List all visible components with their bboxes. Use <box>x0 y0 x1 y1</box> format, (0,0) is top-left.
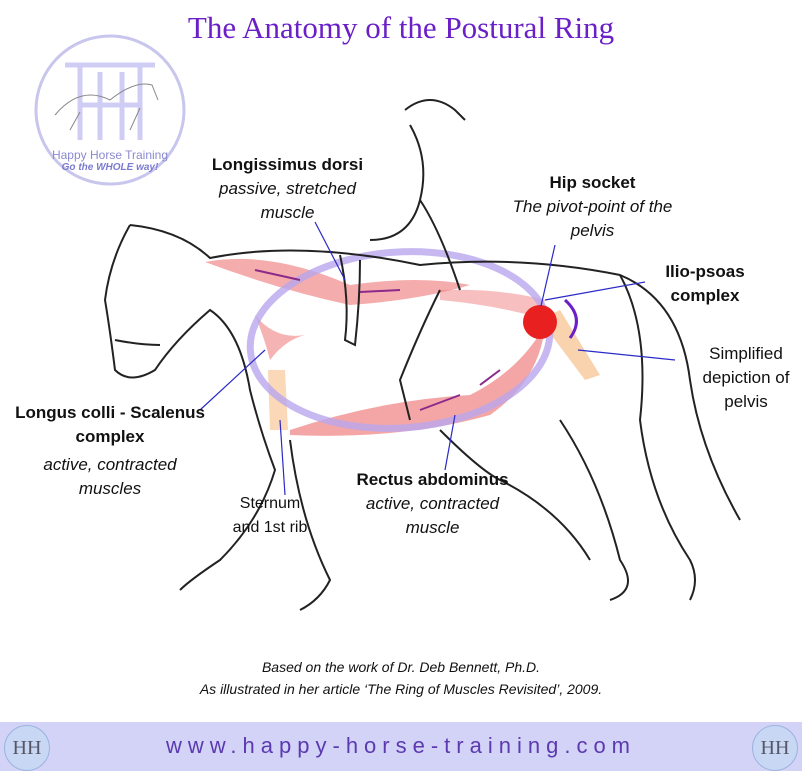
footer-logo-left: HH <box>4 725 50 771</box>
logo-tagline: Go the WHOLE way! <box>61 162 159 173</box>
longissimus-muscle <box>205 258 545 318</box>
longissimus-name: Longissimus dorsi <box>211 155 364 174</box>
hip-name: Hip socket <box>549 173 636 192</box>
longus-desc2: muscles <box>78 479 142 498</box>
website-link[interactable]: www.happy-horse-training.com <box>165 733 637 758</box>
hip-desc2: pelvis <box>570 221 615 240</box>
rectus-label: Rectus abdominus active, contracted musc… <box>345 468 520 540</box>
pointer-lines <box>199 221 676 496</box>
iliopsoas-label: Ilio-psoas complex <box>650 260 760 308</box>
rotation-arrow-icon <box>563 298 578 339</box>
pelvis-line1: Simplified <box>709 344 783 363</box>
pelvis-label: Simplified depiction of pelvis <box>690 342 802 414</box>
rectus-name: Rectus abdominus <box>356 470 509 489</box>
footer-band <box>0 722 802 771</box>
longus-desc1: active, contracted <box>43 455 177 474</box>
longissimus-desc2: muscle <box>260 203 315 222</box>
pelvis-line2: depiction of <box>702 368 790 387</box>
longus-colli-muscle <box>255 315 305 360</box>
credits-line1: Based on the work of Dr. Deb Bennett, Ph… <box>261 659 541 675</box>
credits-line2: As illustrated in her article ‘The Ring … <box>199 681 603 697</box>
logo <box>34 34 186 186</box>
page-title: The Anatomy of the Postural Ring <box>187 10 615 45</box>
hip-desc1: The pivot-point of the <box>512 197 673 216</box>
hip-label: Hip socket The pivot-point of the pelvis <box>495 171 690 243</box>
footer-logo-right: HH <box>752 725 798 771</box>
iliopsoas-line2: complex <box>670 286 740 305</box>
longissimus-label: Longissimus dorsi passive, stretched mus… <box>205 153 370 225</box>
sternum-label: Sternum and 1st rib <box>220 492 320 540</box>
iliopsoas-line1: Ilio-psoas <box>665 262 745 281</box>
sternum-line2: and 1st rib <box>232 519 308 536</box>
horse-outline <box>103 99 741 611</box>
rectus-desc2: muscle <box>405 518 460 537</box>
longus-name2: complex <box>75 427 145 446</box>
horse-illustration <box>34 34 741 611</box>
hip-socket <box>523 305 557 339</box>
sternum-line1: Sternum <box>239 495 301 512</box>
direction-arrows <box>254 269 501 411</box>
longus-name1: Longus colli - Scalenus <box>15 403 205 422</box>
pelvis-line3: pelvis <box>724 392 768 411</box>
longissimus-desc1: passive, stretched <box>218 179 356 198</box>
logo-name: Happy Horse Training <box>51 148 169 162</box>
rectus-desc1: active, contracted <box>365 494 500 513</box>
credits: Based on the work of Dr. Deb Bennett, Ph… <box>0 656 802 700</box>
longus-label: Longus colli - Scalenus complex active, … <box>5 401 215 501</box>
